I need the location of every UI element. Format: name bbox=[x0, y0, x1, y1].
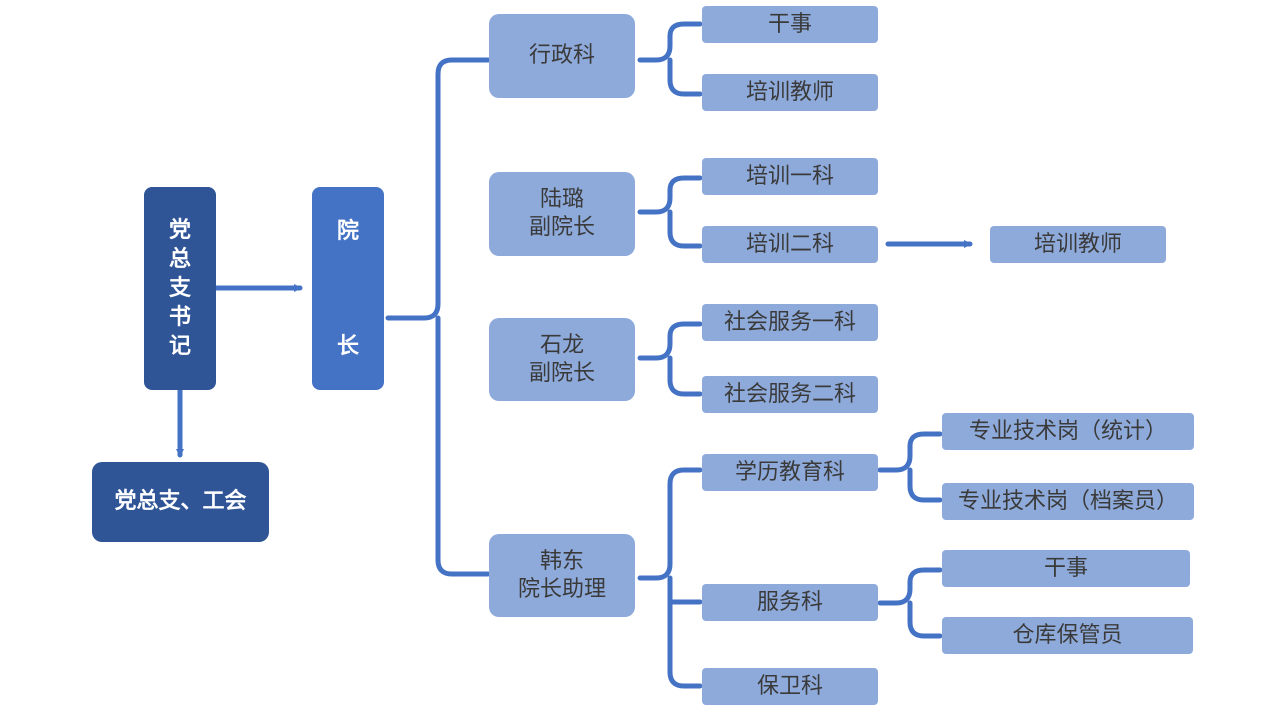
brace-president bbox=[385, 57, 491, 577]
president-char-1: 院 bbox=[336, 218, 359, 244]
party-char: 记 bbox=[168, 334, 191, 359]
unit-training-2: 培训二科 bbox=[702, 226, 878, 263]
union-box: 党总支、工会 bbox=[92, 462, 269, 542]
brace-education bbox=[877, 431, 943, 503]
brace-han bbox=[637, 467, 703, 689]
role-tech-statistics: 专业技术岗（统计） bbox=[942, 413, 1194, 450]
unit-social-service-2: 社会服务二科 bbox=[702, 376, 878, 413]
party-secretary-box: 党 总 支 书 记 bbox=[144, 187, 216, 390]
president-char-2: 长 bbox=[336, 333, 359, 359]
party-char: 支 bbox=[168, 276, 191, 301]
dept-vice-lu: 陆璐 副院长 bbox=[489, 172, 635, 256]
role-clerk: 干事 bbox=[942, 550, 1190, 587]
role-training-teacher: 培训教师 bbox=[990, 226, 1166, 263]
brace-admin bbox=[637, 21, 703, 97]
unit-security: 保卫科 bbox=[702, 668, 878, 705]
role-tech-archivist: 专业技术岗（档案员） bbox=[942, 483, 1194, 520]
brace-lu bbox=[637, 175, 703, 249]
brace-shi bbox=[637, 321, 703, 397]
role-warehouse-keeper: 仓库保管员 bbox=[942, 617, 1193, 654]
unit-social-service-1: 社会服务一科 bbox=[702, 304, 878, 341]
brace-service bbox=[877, 567, 943, 639]
party-char: 书 bbox=[168, 305, 191, 330]
party-char: 党 bbox=[168, 218, 191, 243]
unit-training-teacher: 培训教师 bbox=[702, 74, 878, 111]
dept-admin: 行政科 bbox=[489, 14, 635, 98]
unit-service: 服务科 bbox=[702, 584, 878, 621]
party-char: 总 bbox=[168, 247, 191, 272]
dept-vice-shi: 石龙 副院长 bbox=[489, 318, 635, 401]
unit-education: 学历教育科 bbox=[702, 454, 878, 491]
president-box: 院 长 bbox=[312, 187, 384, 390]
unit-clerk: 干事 bbox=[702, 6, 878, 43]
dept-assistant-han: 韩东 院长助理 bbox=[489, 534, 635, 617]
unit-training-1: 培训一科 bbox=[702, 158, 878, 195]
